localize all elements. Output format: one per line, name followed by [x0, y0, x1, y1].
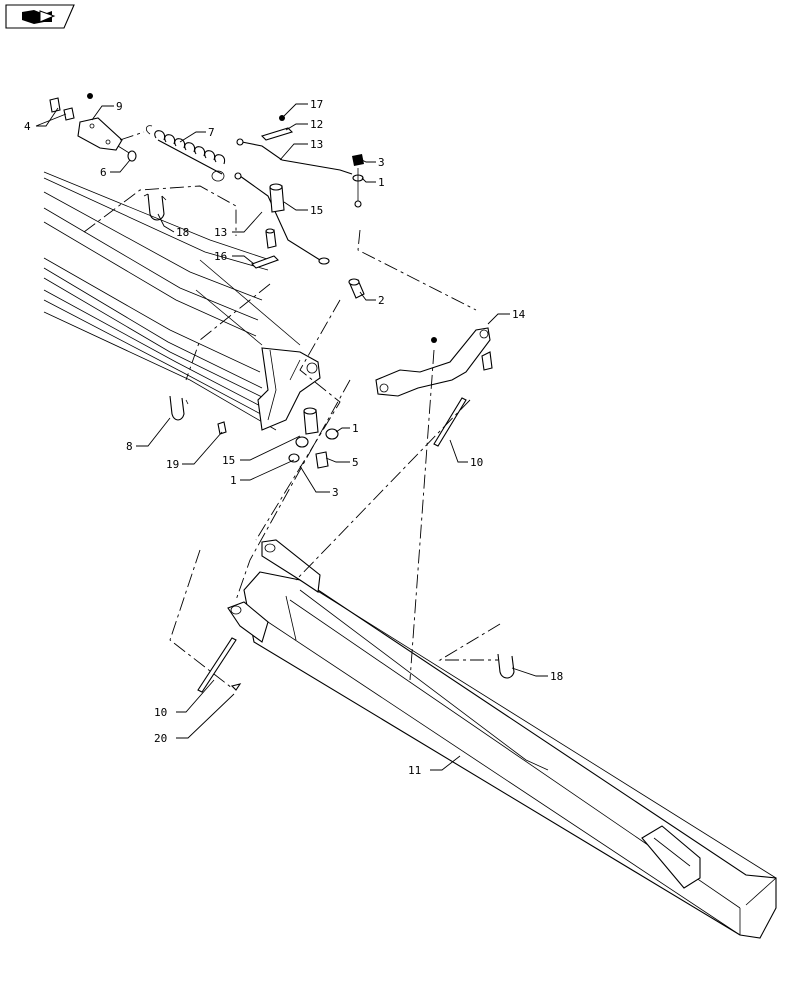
callout-7: 7: [208, 126, 215, 139]
u-bolt-left: [169, 395, 189, 421]
callout-3b: 3: [332, 486, 339, 499]
callout-14: 14: [512, 308, 526, 321]
callout-13b: 13: [214, 226, 227, 239]
callout-1b: 1: [230, 474, 237, 487]
callout-11: 11: [408, 764, 421, 777]
u-bolt-lower: [497, 653, 515, 679]
callout-8: 8: [126, 440, 133, 453]
page-nav-arrow-icon: [22, 10, 56, 24]
callout-4: 4: [24, 120, 31, 133]
callout-1c: 1: [352, 422, 359, 435]
callout-10b: 10: [154, 706, 167, 719]
phantom-lines: [83, 131, 501, 689]
callout-labels: 4 9 7 6 17 12 13 3 1 15 18 13 16 2 14 8 …: [24, 98, 563, 777]
callout-16: 16: [214, 250, 227, 263]
nut-washer-upper: [352, 154, 364, 208]
bushing-upper: [269, 183, 285, 213]
callout-19: 19: [166, 458, 179, 471]
pivot-pin: [348, 278, 365, 299]
callout-9: 9: [116, 100, 123, 113]
callout-15a: 15: [310, 204, 323, 217]
lower-hardware: [288, 407, 339, 469]
callout-leaders: [35, 103, 548, 771]
arm-bracket: [375, 327, 493, 397]
link-plate-upper: [260, 115, 294, 141]
callout-3a: 3: [378, 156, 385, 169]
callout-2: 2: [378, 294, 385, 307]
key-pin: [217, 421, 227, 435]
bolt-pair: [49, 97, 75, 121]
callout-17: 17: [310, 98, 323, 111]
wear-plate-right: [433, 397, 467, 447]
control-rods: [234, 138, 353, 265]
hinge-bracket: [257, 347, 321, 431]
tension-spring: [146, 125, 226, 182]
callout-5: 5: [352, 456, 359, 469]
callout-18b: 18: [550, 670, 563, 683]
callout-1a: 1: [378, 176, 385, 189]
callout-12: 12: [310, 118, 323, 131]
callout-15b: 15: [222, 454, 235, 467]
callout-10a: 10: [470, 456, 483, 469]
wear-plate-left: [197, 637, 242, 693]
callout-13a: 13: [310, 138, 323, 151]
callout-20: 20: [154, 732, 167, 745]
spring-bracket-plate: [77, 93, 137, 162]
frame-beam: [43, 171, 301, 431]
callout-18a: 18: [176, 226, 189, 239]
main-beam: [227, 539, 777, 939]
link-plate-lower: [251, 228, 279, 269]
u-bolt-upper: [143, 193, 167, 221]
page-nav-button[interactable]: [5, 4, 75, 29]
callout-6: 6: [100, 166, 107, 179]
